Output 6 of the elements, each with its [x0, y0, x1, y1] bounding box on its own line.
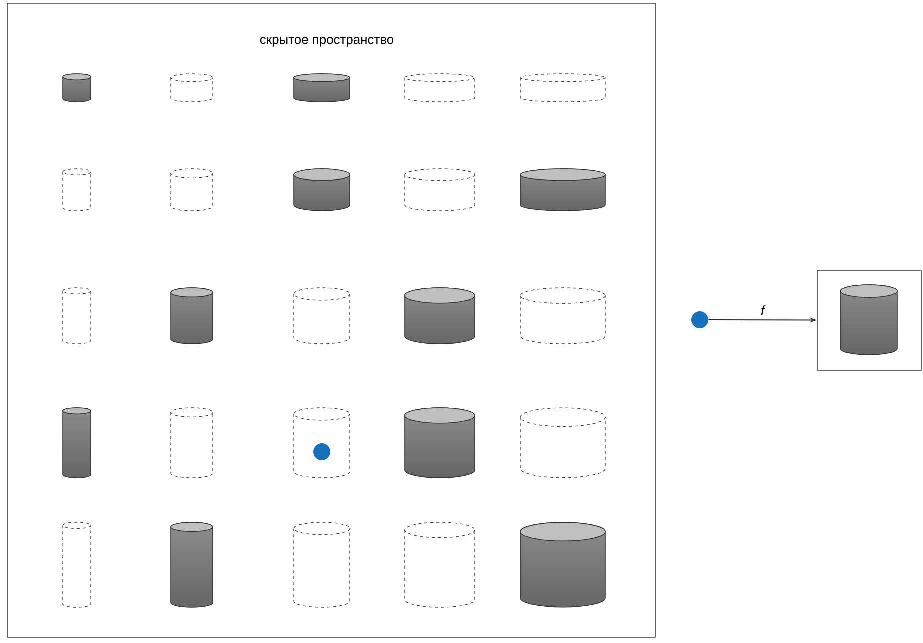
edge-label: f [760, 304, 766, 316]
cylinder [840, 284, 898, 356]
output-box [817, 270, 922, 371]
point-marker [692, 312, 708, 328]
latent-space-panel [7, 3, 656, 638]
panel-title: скрытое пространство [260, 37, 394, 47]
